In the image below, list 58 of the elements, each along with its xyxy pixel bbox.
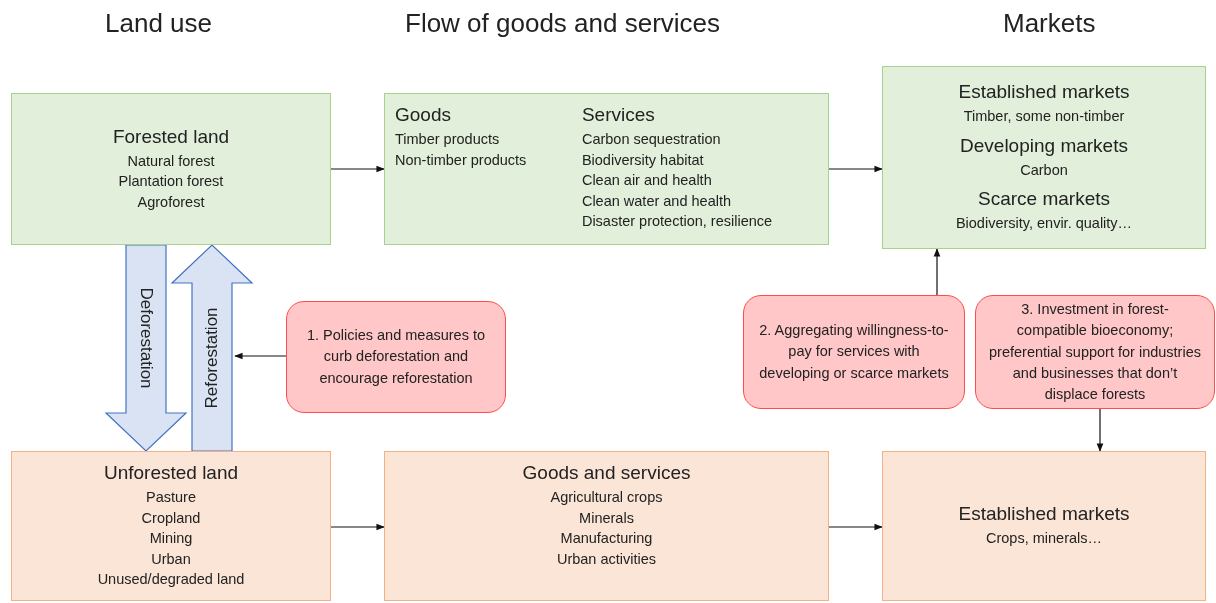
list-item: Mining — [149, 529, 193, 549]
edge-label: Deforestation — [136, 287, 156, 389]
callout-text: 2. Aggregating willingness-to-pay for services with developing or scarce markets — [758, 321, 950, 383]
list-item: Clean air and health — [581, 171, 712, 191]
arrow — [330, 523, 385, 531]
list-item: Non-timber products — [395, 150, 527, 170]
arrow — [330, 165, 385, 173]
box-heading: Goods and services — [522, 462, 691, 484]
arrow — [933, 248, 941, 296]
edge-label: Reforestation — [202, 307, 222, 409]
list-item: Biodiversity habitat — [581, 150, 704, 170]
markets-box — [882, 66, 1206, 249]
list-item: Carbon — [1020, 160, 1068, 180]
box-heading: Established markets — [958, 81, 1130, 104]
list-item: Urban activities — [556, 549, 657, 569]
arrow — [828, 165, 883, 173]
box-heading: Scarce markets — [978, 188, 1110, 211]
callout-box — [743, 295, 965, 409]
box-heading: Services — [581, 104, 655, 126]
list-item: Timber, some non-timber — [963, 107, 1125, 127]
arrow — [1096, 408, 1104, 452]
column-heading: Markets — [1003, 8, 1096, 39]
land-use-box — [11, 93, 331, 245]
list-item: Carbon sequestration — [581, 130, 721, 149]
arrow — [828, 523, 883, 531]
list-item: Disaster protection, resilience — [581, 212, 773, 232]
box-heading: Developing markets — [960, 134, 1128, 157]
callout-text: 3. Investment in forest-compatible bioeconomy; preferential support for industries and businesses that don’t displace forests — [988, 300, 1202, 404]
callout-box — [286, 301, 506, 413]
list-item: Minerals — [579, 508, 634, 528]
markets-box — [882, 451, 1206, 601]
callout-text: 1. Policies and measures to curb deforestation and encourage reforestation — [305, 326, 487, 388]
list-item: Agricultural crops — [550, 488, 663, 507]
arrow — [234, 352, 287, 360]
list-item: Natural forest — [127, 151, 215, 171]
list-item: Unused/degraded land — [97, 570, 245, 590]
box-heading: Goods — [395, 104, 451, 126]
box-heading: Forested land — [112, 125, 230, 148]
list-item: Manufacturing — [560, 529, 653, 549]
column-heading: Flow of goods and services — [405, 8, 721, 39]
goods-services-box — [384, 451, 829, 601]
block-arrow — [104, 244, 188, 452]
callout-box — [975, 295, 1215, 409]
block-arrow — [170, 244, 254, 452]
list-item: Timber products — [395, 130, 500, 149]
list-item: Pasture — [146, 488, 196, 507]
list-item: Clean water and health — [581, 191, 732, 211]
box-heading: Unforested land — [103, 462, 239, 484]
box-heading: Established markets — [958, 503, 1130, 526]
column-heading: Land use — [105, 8, 212, 39]
list-item: Biodiversity, envir. quality… — [955, 214, 1133, 234]
land-use-box — [11, 451, 331, 601]
list-item: Crops, minerals… — [986, 529, 1102, 549]
list-item: Agroforest — [137, 192, 205, 212]
list-item: Urban — [151, 549, 191, 569]
list-item: Cropland — [141, 508, 201, 528]
list-item: Plantation forest — [118, 172, 224, 192]
goods-services-box — [384, 93, 829, 245]
